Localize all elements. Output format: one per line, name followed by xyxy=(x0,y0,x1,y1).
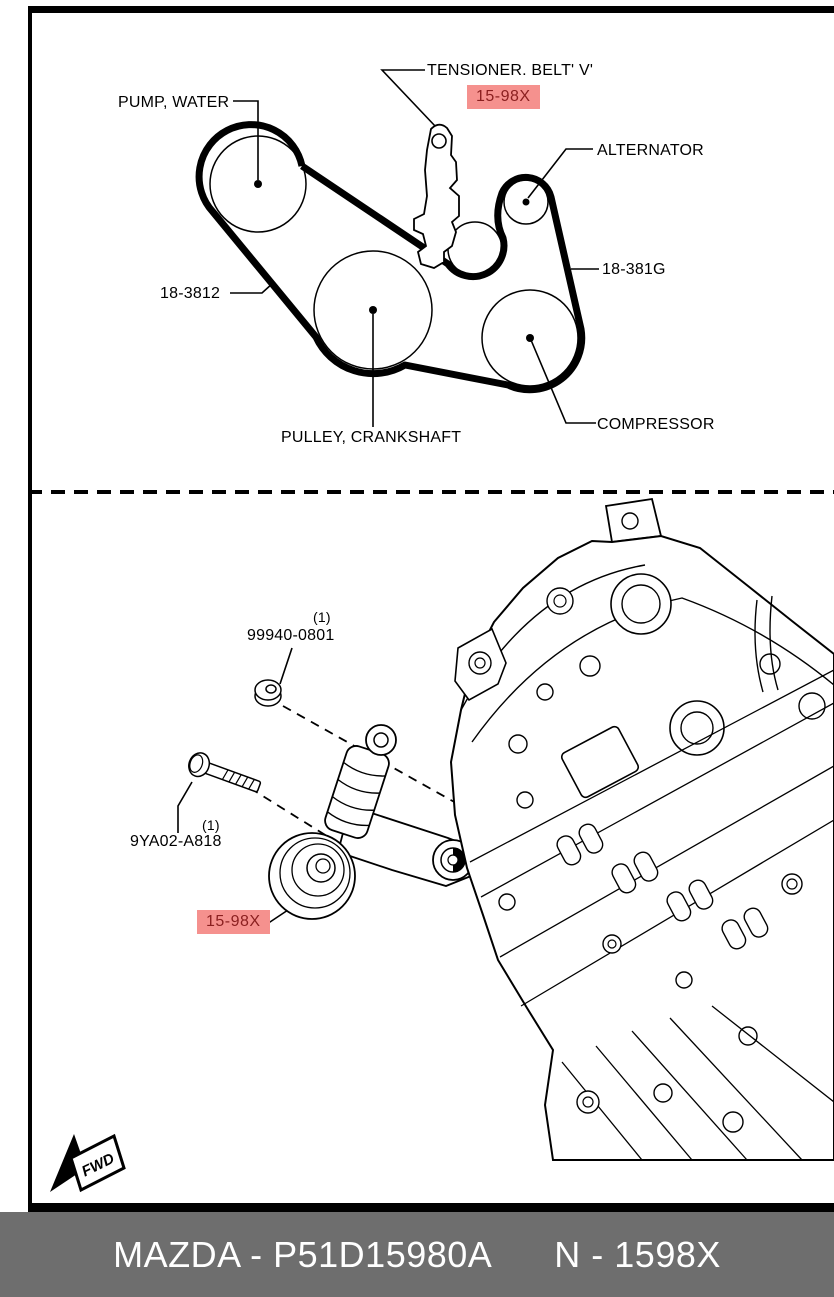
footer-bar: MAZDA - P51D15980A N - 1598X xyxy=(0,1212,834,1297)
tensioner-belt-label: TENSIONER. BELT' V' xyxy=(427,62,594,79)
bolt-part-number-label: 9YA02-A818 xyxy=(130,833,222,850)
nut-part-number-label: 99940-0801 xyxy=(247,627,335,644)
exploded-view: FWD xyxy=(50,497,834,1193)
belt-code-right-label: 18-381G xyxy=(602,261,666,278)
tensioner-assembly xyxy=(268,724,477,920)
belt-tensioner-bracket xyxy=(413,123,460,269)
bolt-qty-label: (1) xyxy=(202,817,220,833)
bolt-9ya02-a818 xyxy=(188,752,262,793)
fwd-arrow-icon: FWD xyxy=(50,1133,126,1193)
frame-border-bottom xyxy=(28,1203,834,1212)
footer-brand-part-number: MAZDA - P51D15980A xyxy=(113,1233,493,1275)
alternator-label: ALTERNATOR xyxy=(597,142,704,159)
washer-99940-0801 xyxy=(254,679,282,707)
pulley-center-dots xyxy=(254,180,534,342)
tensioner-code-link-top[interactable]: 15-98X xyxy=(467,85,540,109)
frame-border-top xyxy=(28,6,834,13)
water-pump-label: PUMP, WATER xyxy=(118,94,230,111)
footer-catalog-reference: N - 1598X xyxy=(554,1233,721,1275)
tensioner-code-link-bottom[interactable]: 15-98X xyxy=(197,910,270,934)
engine-illustration xyxy=(449,497,834,1161)
belt-code-left-label: 18-3812 xyxy=(160,285,221,302)
crankshaft-pulley-label: PULLEY, CRANKSHAFT xyxy=(281,429,462,446)
belt-diagram xyxy=(195,69,599,427)
serpentine-belt xyxy=(195,121,586,394)
compressor-label: COMPRESSOR xyxy=(597,416,715,433)
nut-qty-label: (1) xyxy=(313,609,331,625)
frame-border-left xyxy=(28,6,32,1212)
